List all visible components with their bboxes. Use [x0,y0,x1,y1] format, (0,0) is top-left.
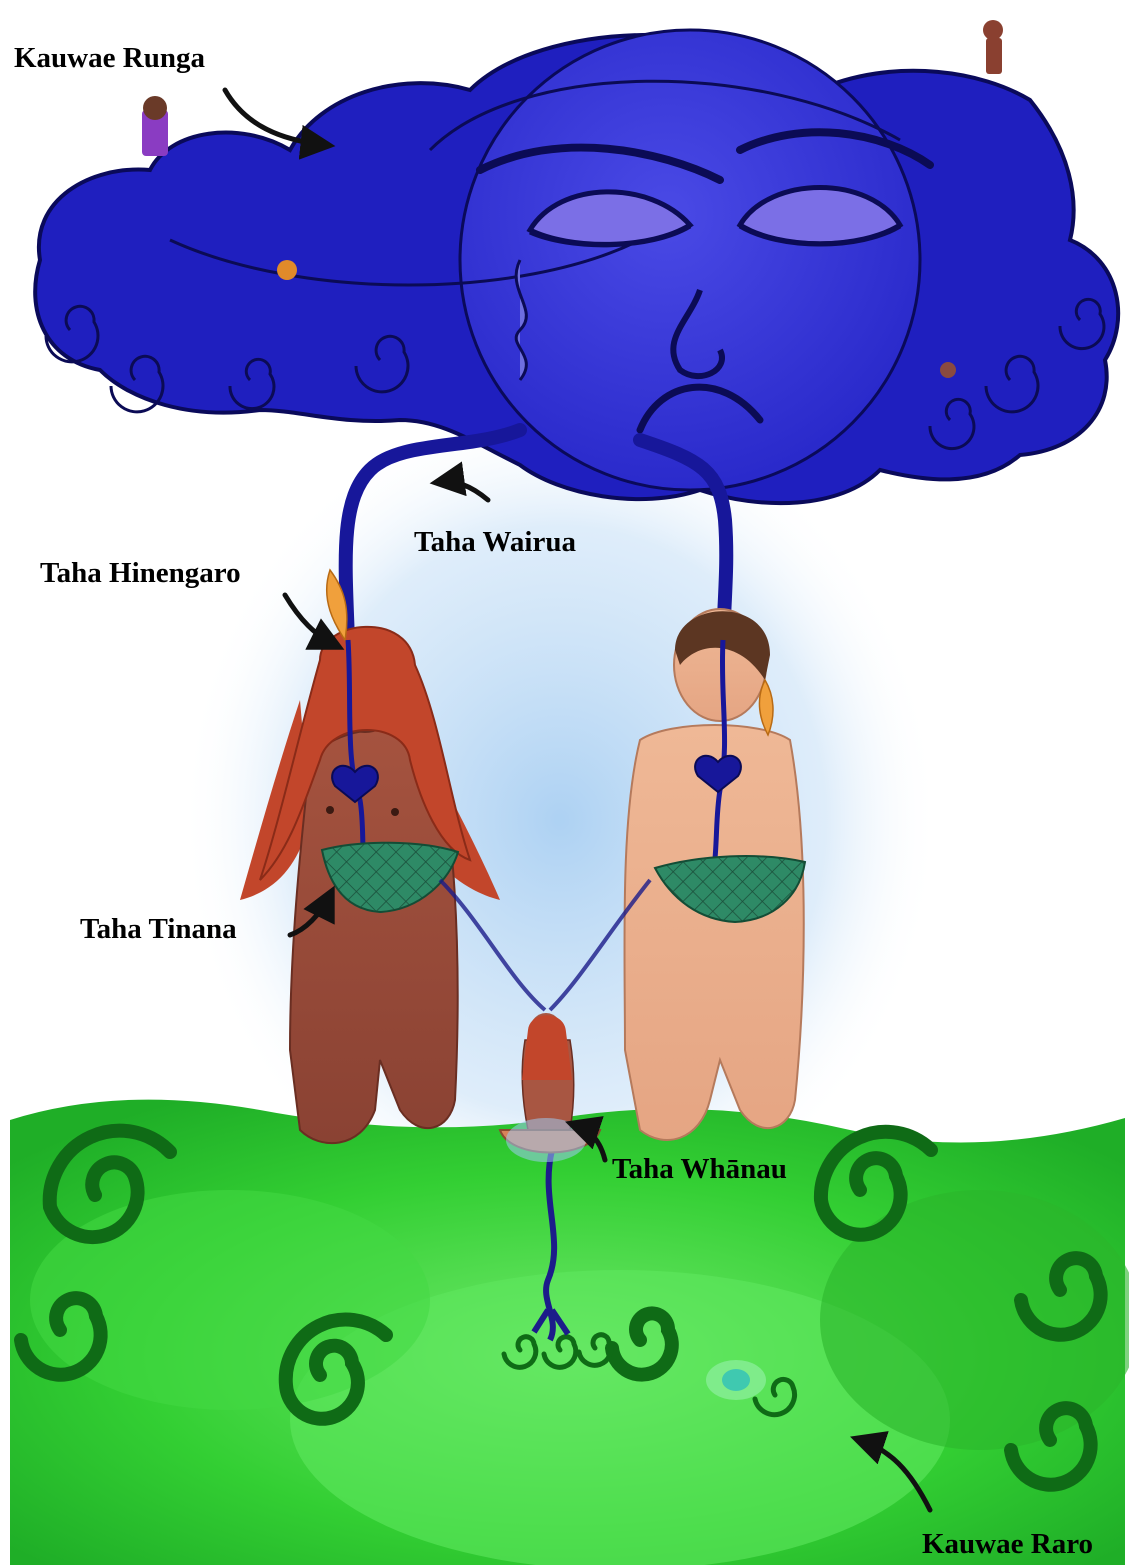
label-taha-hinengaro: Taha Hinengaro [40,559,241,588]
label-taha-wairua: Taha Wairua [414,528,576,557]
cloud-atua-icon [35,30,1118,503]
pounamu-stone-icon [706,1360,766,1400]
label-taha-whanau: Taha Whānau [612,1155,787,1184]
label-kauwae-runga: Kauwae Runga [14,44,205,73]
label-taha-tinana: Taha Tinana [80,915,237,944]
label-kauwae-raro: Kauwae Raro [922,1530,1093,1559]
